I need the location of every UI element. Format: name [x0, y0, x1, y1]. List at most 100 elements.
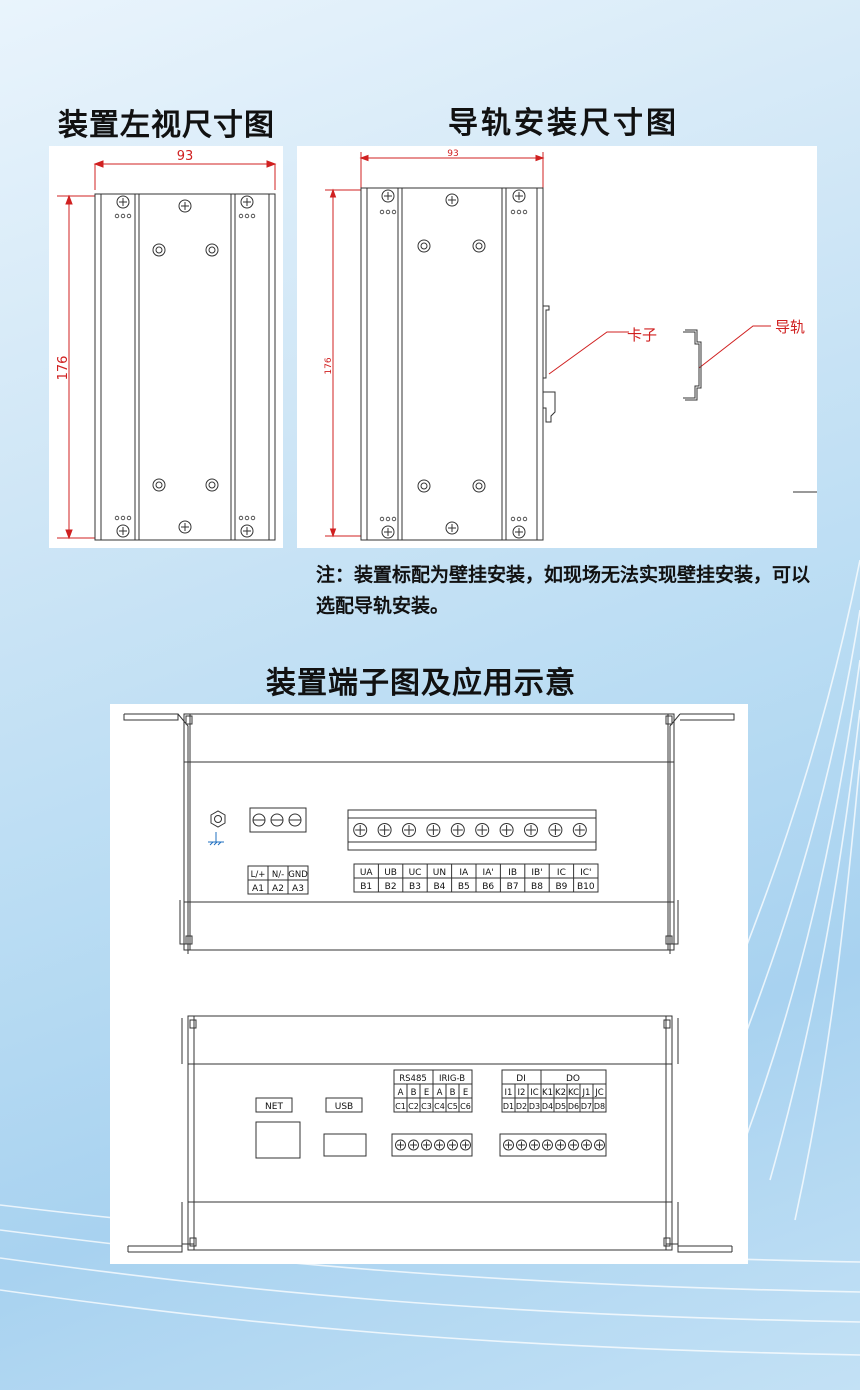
comm-terminal-name: A — [437, 1088, 443, 1098]
comm-header-rs485: RS485 — [399, 1074, 427, 1084]
io-terminal-screw — [568, 1139, 579, 1151]
front-unit — [123, 713, 735, 954]
analog-terminal-id: B9 — [555, 882, 567, 892]
left-view-drawing: 93 176 — [49, 146, 283, 548]
io-terminal-screw — [594, 1139, 605, 1151]
comm-terminal-screw — [447, 1139, 458, 1151]
analog-label-table — [353, 863, 599, 893]
screw — [240, 524, 254, 538]
io-terminal-name: K1 — [542, 1088, 553, 1098]
io-header-do: DO — [566, 1074, 580, 1084]
comm-terminal-id: C6 — [460, 1102, 471, 1111]
io-terminal-name: JC — [594, 1088, 604, 1098]
io-terminal-id: D8 — [594, 1102, 605, 1111]
analog-terminal-screw — [524, 823, 538, 837]
io-terminal-screw — [581, 1139, 592, 1151]
clip-label: 卡子 — [627, 326, 657, 344]
terminal-title: 装置端子图及应用示意 — [266, 666, 576, 701]
analog-terminal-name: UN — [433, 868, 446, 878]
analog-terminal-screw — [499, 823, 514, 837]
left-view-title: 装置左视尺寸图 — [58, 108, 275, 143]
power-terminal-block — [249, 807, 307, 833]
analog-terminal-name: UC — [409, 868, 422, 878]
din-rail — [683, 329, 702, 401]
power-terminal-name: L/+ — [251, 870, 266, 880]
net-label: NET — [265, 1102, 283, 1112]
analog-terminal-screw — [450, 823, 465, 837]
comm-terminal-screw — [434, 1139, 445, 1151]
screw — [381, 189, 395, 203]
rail-label: 导轨 — [775, 318, 805, 336]
analog-terminal-name: IB — [508, 868, 517, 878]
power-terminal-id: A3 — [292, 884, 304, 894]
screw — [512, 189, 526, 203]
io-terminal-id: D2 — [516, 1102, 527, 1111]
screw — [445, 521, 459, 535]
usb-port — [323, 1097, 367, 1157]
power-terminal-name: N/- — [272, 870, 284, 880]
analog-terminal-name: IA' — [483, 868, 494, 878]
ground-icon — [210, 810, 226, 828]
comm-terminal-screw — [460, 1139, 471, 1151]
io-terminal-screw — [503, 1139, 514, 1151]
comm-terminal-name: A — [398, 1088, 404, 1098]
io-terminal-name: I2 — [518, 1088, 526, 1098]
io-terminal-name: K2 — [555, 1088, 566, 1098]
io-terminal-name: I1 — [505, 1088, 513, 1098]
rail-clip — [543, 305, 556, 423]
analog-terminal-screw — [548, 823, 563, 837]
comm-terminal-screw — [395, 1139, 406, 1151]
io-terminal-screw — [555, 1139, 566, 1151]
io-terminal-name: KC — [568, 1088, 579, 1098]
comm-terminal-name: E — [463, 1088, 468, 1098]
analog-terminal-id: B8 — [531, 882, 543, 892]
analog-terminal-id: B6 — [482, 882, 494, 892]
comm-terminal-id: C1 — [395, 1102, 406, 1111]
analog-terminal-id: B4 — [433, 882, 445, 892]
comm-terminal-screw — [421, 1139, 432, 1151]
screw — [381, 525, 395, 539]
screw — [178, 520, 192, 534]
comm-terminal-name: E — [424, 1088, 429, 1098]
analog-terminal-id: B2 — [385, 882, 397, 892]
analog-terminal-name: UB — [384, 868, 397, 878]
screw — [116, 195, 130, 209]
rail-mount-drawing: 93 176 卡子 导轨 — [297, 146, 817, 548]
analog-terminal-id: B3 — [409, 882, 421, 892]
comm-terminal-block — [391, 1133, 473, 1157]
power-terminal-name: GND — [288, 870, 308, 880]
analog-terminal-block — [347, 809, 597, 851]
height-dim-label: 176 — [324, 357, 334, 374]
screw — [116, 524, 130, 538]
comm-terminal-id: C2 — [408, 1102, 419, 1111]
analog-terminal-id: B7 — [507, 882, 519, 892]
comm-terminal-name: B — [411, 1088, 417, 1098]
usb-label: USB — [335, 1102, 353, 1112]
io-terminal-id: D6 — [568, 1102, 579, 1111]
analog-terminal-id: B1 — [360, 882, 372, 892]
io-header-di: DI — [516, 1074, 526, 1084]
comm-header-irig: IRIG-B — [439, 1074, 465, 1084]
width-dim-label: 93 — [447, 149, 458, 159]
io-label-table — [501, 1069, 607, 1113]
comm-terminal-id: C4 — [434, 1102, 445, 1111]
installation-note: 注：装置标配为壁挂安装，如现场无法实现壁挂安装，可以选配导轨安装。 — [316, 564, 811, 617]
analog-terminal-name: IC — [557, 868, 566, 878]
power-terminal-id: A2 — [272, 884, 284, 894]
io-terminal-id: D4 — [542, 1102, 553, 1111]
comm-label-table — [393, 1069, 473, 1113]
comm-terminal-screw — [408, 1139, 419, 1151]
analog-terminal-screw — [426, 823, 441, 837]
io-terminal-id: D1 — [503, 1102, 514, 1111]
net-port — [255, 1097, 301, 1159]
power-terminal-id: A1 — [252, 884, 264, 894]
analog-terminal-screw — [572, 823, 587, 837]
analog-terminal-screw — [353, 823, 368, 837]
rear-unit — [127, 1015, 733, 1253]
comm-terminal-id: C3 — [421, 1102, 432, 1111]
screw — [512, 525, 526, 539]
io-terminal-name: J1 — [582, 1088, 591, 1098]
analog-terminal-id: B10 — [577, 882, 595, 892]
analog-terminal-name: UA — [360, 868, 374, 878]
